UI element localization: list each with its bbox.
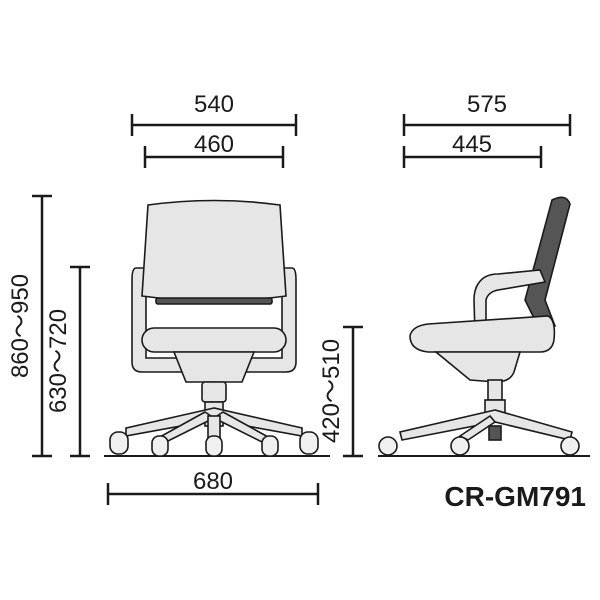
side-view-chair: [378, 196, 580, 456]
seat-height-dimension: 420〜510: [318, 325, 363, 458]
side-casters: [378, 436, 580, 456]
seat-height-label: 420〜510: [318, 339, 345, 443]
side-depth-inner-label: 445: [452, 131, 492, 158]
front-width-inner-label: 460: [194, 131, 234, 158]
total-height-label: 860〜950: [7, 274, 34, 378]
front-width-overall-label: 540: [194, 91, 234, 118]
front-casters: [109, 431, 319, 457]
armrest-height-label: 630〜720: [45, 309, 72, 413]
side-depth-inner-dimension: 445: [402, 131, 543, 168]
armrest-height-dimension: 630〜720: [45, 265, 90, 458]
total-height-dimension: 860〜950: [7, 194, 52, 458]
side-depth-overall-dimension: 575: [402, 91, 572, 136]
base-width-label: 680: [193, 468, 233, 495]
front-width-inner-dimension: 460: [143, 131, 285, 168]
base-width-dimension: 680: [106, 468, 320, 505]
front-view-chair: [109, 199, 319, 457]
front-width-overall-dimension: 540: [130, 91, 298, 136]
model-name: CR-GM791: [444, 481, 586, 512]
side-depth-overall-label: 575: [467, 91, 507, 118]
